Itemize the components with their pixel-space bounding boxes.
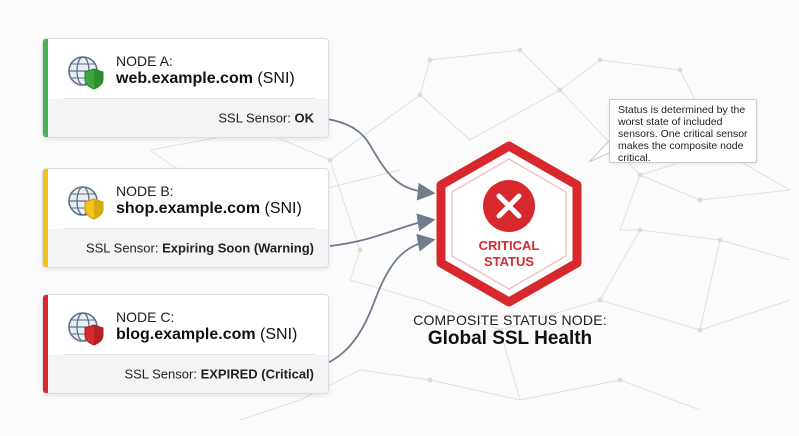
status-line-2: STATUS xyxy=(483,254,535,269)
node-host: blog.example.com (SNI) xyxy=(116,326,297,344)
composite-caption: COMPOSITE STATUS NODE: xyxy=(413,312,607,328)
node-card-c[interactable]: NODE C: blog.example.com (SNI) SSL Senso… xyxy=(42,294,329,394)
explanation-callout: Status is determined by the worst state … xyxy=(609,99,757,164)
sensor-label: SSL Sensor: xyxy=(124,366,197,382)
status-line-1: CRITICAL xyxy=(478,238,540,253)
node-name: NODE C: xyxy=(116,309,175,325)
sensor-row: SSL Sensor: OK xyxy=(48,99,328,137)
globe-shield-icon xyxy=(68,312,104,346)
sensor-value: Expiring Soon (Warning) xyxy=(162,240,314,256)
sensor-row: SSL Sensor: Expiring Soon (Warning) xyxy=(48,229,328,267)
sensor-label: SSL Sensor: xyxy=(218,110,291,126)
composite-title: Global SSL Health xyxy=(427,328,593,349)
composite-status-hexagon[interactable] xyxy=(425,140,593,308)
host-name: shop.example.com xyxy=(116,200,261,217)
globe-shield-icon xyxy=(68,56,104,90)
sensor-value: OK xyxy=(294,110,315,126)
host-suffix: (SNI) xyxy=(264,200,302,217)
divider xyxy=(63,228,316,229)
node-name: NODE B: xyxy=(116,183,174,199)
host-suffix: (SNI) xyxy=(260,326,298,343)
host-name: blog.example.com xyxy=(116,326,256,343)
connector-node-b xyxy=(329,213,436,247)
callout-tail xyxy=(588,138,612,163)
sensor-row: SSL Sensor: EXPIRED (Critical) xyxy=(48,355,328,393)
divider xyxy=(63,354,316,355)
globe-shield-icon xyxy=(68,186,104,220)
node-card-a[interactable]: NODE A: web.example.com (SNI) SSL Sensor… xyxy=(42,38,329,138)
host-suffix: (SNI) xyxy=(257,70,295,87)
x-circle-icon xyxy=(483,180,535,232)
node-host: shop.example.com (SNI) xyxy=(116,200,302,218)
status-bar-ok xyxy=(43,39,48,137)
node-card-b[interactable]: NODE B: shop.example.com (SNI) SSL Senso… xyxy=(42,168,329,268)
node-header: NODE A: web.example.com (SNI) xyxy=(48,39,328,98)
status-bar-critical xyxy=(43,295,48,393)
critical-status-label: CRITICAL STATUS xyxy=(459,238,559,270)
status-bar-warning xyxy=(43,169,48,267)
node-header: NODE C: blog.example.com (SNI) xyxy=(48,295,328,354)
node-name: NODE A: xyxy=(116,53,173,69)
node-host: web.example.com (SNI) xyxy=(116,70,295,88)
host-name: web.example.com xyxy=(116,70,253,87)
sensor-label: SSL Sensor: xyxy=(85,240,159,256)
node-header: NODE B: shop.example.com (SNI) xyxy=(48,169,328,228)
divider xyxy=(63,98,316,99)
sensor-value: EXPIRED (Critical) xyxy=(200,366,314,382)
